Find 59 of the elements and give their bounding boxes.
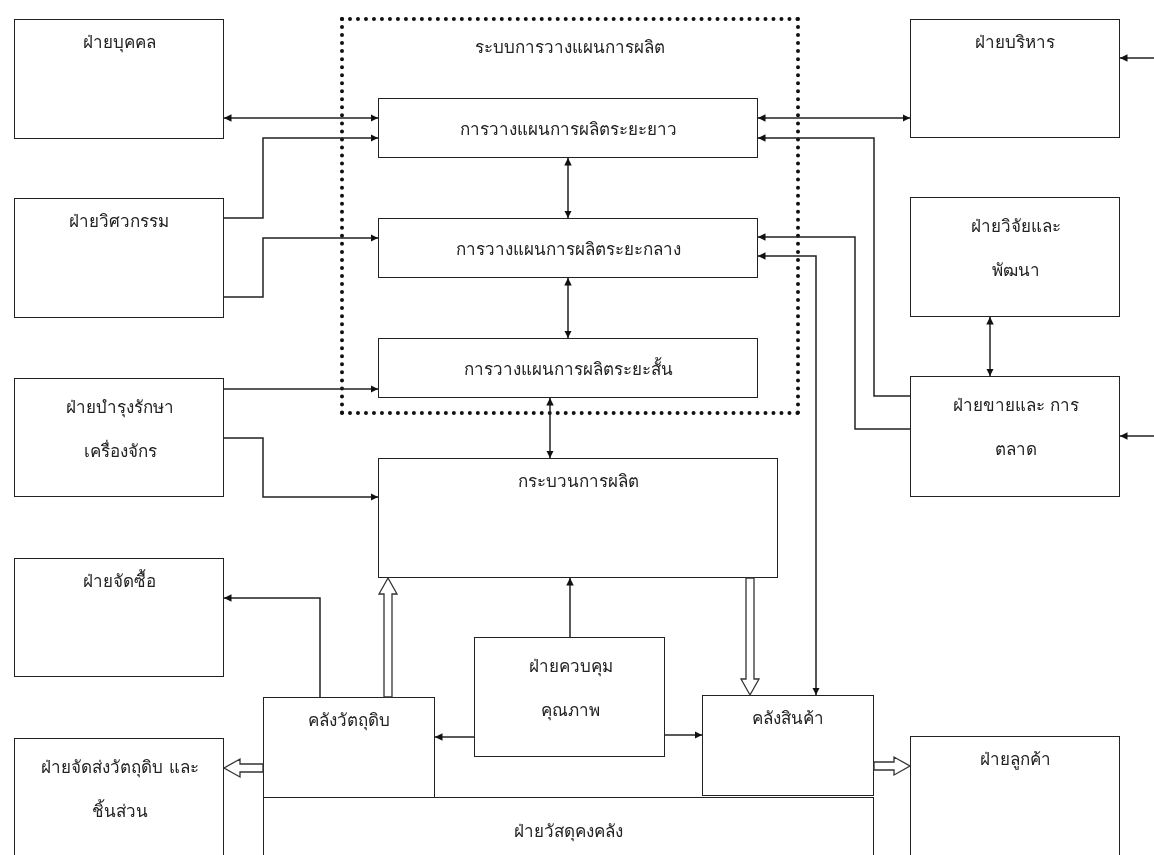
department-box: [378, 218, 758, 278]
arrow: [546, 397, 554, 459]
arrow: [757, 252, 820, 696]
box-label: การวางแผนการผลิตระยะสั้น: [462, 356, 674, 381]
arrow: [223, 385, 379, 393]
department-box: [14, 19, 224, 139]
arrow: [434, 733, 475, 741]
group-heading: ระบบการวางแผนการผลิต: [474, 36, 666, 59]
box-label: ฝ่ายขายและ การตลาด: [951, 394, 1081, 461]
department-box: [14, 198, 224, 318]
department-box: [263, 697, 435, 798]
arrow: [223, 594, 321, 698]
box-label: ฝ่ายควบคุม คุณภาพ: [527, 655, 614, 723]
box-label: ฝ่ายลูกค้า: [978, 748, 1052, 772]
department-box: [14, 738, 224, 855]
department-box: [910, 376, 1120, 497]
arrow: [564, 157, 572, 219]
arrow: [223, 114, 379, 122]
hollow-arrow: [739, 577, 761, 697]
arrow: [223, 437, 379, 501]
box-label: การวางแผนการผลิตระยะยาว: [458, 118, 678, 141]
box-label: ฝ่ายวิจัยและ พัฒนา: [970, 215, 1062, 282]
arrow: [757, 134, 911, 397]
arrow: [564, 277, 572, 339]
box-label: คลังสินค้า: [751, 707, 825, 730]
department-box: [14, 558, 224, 677]
arrow: [986, 316, 994, 377]
dotted-group-frame: [340, 17, 800, 415]
department-box: [263, 797, 874, 855]
department-box: [378, 338, 758, 398]
department-box: [378, 458, 778, 578]
arrow: [757, 233, 911, 430]
arrow: [223, 234, 379, 298]
box-label: ฝ่ายบุคคล: [81, 31, 157, 55]
hollow-arrow: [222, 757, 264, 779]
box-label: ฝ่ายวิศวกรรม: [68, 210, 170, 233]
arrow: [757, 114, 911, 122]
box-label: ฝ่ายบำรุงรักษา เครื่องจักร: [65, 396, 175, 463]
department-box: [702, 695, 874, 796]
box-label: คลังวัตถุดิบ: [307, 709, 391, 733]
box-label: กระบวนการผลิต: [516, 470, 640, 493]
department-box: [910, 197, 1120, 317]
department-box: [474, 637, 665, 757]
box-label: ฝ่ายจัดส่งวัตถุดิบ และชิ้นส่วน: [40, 756, 200, 823]
department-box: [14, 378, 224, 497]
arrow: [223, 134, 379, 219]
department-box: [378, 98, 758, 158]
department-box: [910, 19, 1120, 138]
box-label: ฝ่ายวัสดุคงคลัง: [513, 820, 624, 844]
hollow-arrow: [873, 755, 912, 777]
box-label: การวางแผนการผลิตระยะกลาง: [454, 238, 682, 261]
arrow: [566, 577, 574, 638]
hollow-arrow: [377, 576, 399, 698]
arrow: [1119, 54, 1154, 62]
arrow: [664, 731, 703, 739]
department-box: [910, 736, 1120, 855]
arrow: [1119, 432, 1154, 440]
box-label: ฝ่ายจัดซื้อ: [81, 568, 157, 593]
box-label: ฝ่ายบริหาร: [974, 31, 1056, 54]
